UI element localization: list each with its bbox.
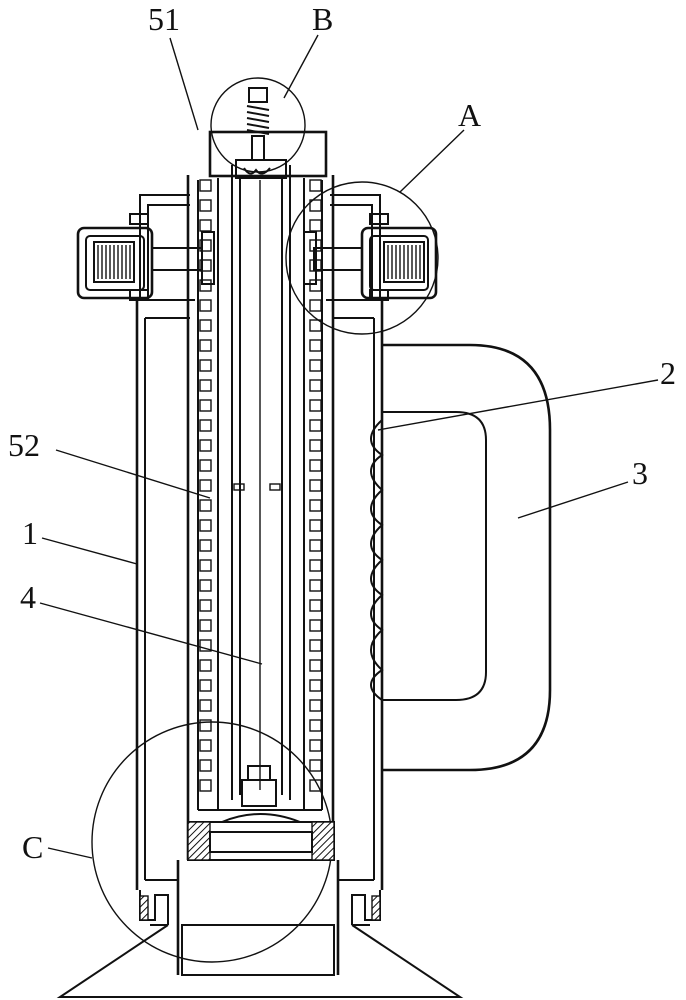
- rack-tooth: [199, 639, 212, 652]
- right-motor-assembly: [303, 194, 438, 301]
- rack-tooth: [199, 619, 212, 632]
- rack-tooth: [199, 499, 212, 512]
- rack-tooth: [309, 539, 322, 552]
- rack-tooth: [309, 199, 322, 212]
- rack-tooth: [309, 679, 322, 692]
- rack-tooth: [199, 779, 212, 792]
- rack-tooth: [199, 439, 212, 452]
- rack-tooth: [199, 659, 212, 672]
- rack-tooth: [309, 499, 322, 512]
- rack-tooth: [199, 459, 212, 472]
- rack-tooth: [309, 219, 322, 232]
- rack-tooth: [309, 379, 322, 392]
- rack-tooth: [309, 579, 322, 592]
- inner-sleeve: [186, 175, 335, 860]
- rack-tooth: [309, 759, 322, 772]
- rack-tooth: [309, 739, 322, 752]
- rack-tooth: [199, 679, 212, 692]
- rack-tooth: [199, 339, 212, 352]
- handle: [382, 343, 552, 772]
- rack-tooth: [199, 699, 212, 712]
- detail-b-spring: [210, 77, 306, 173]
- rack-tooth: [309, 399, 322, 412]
- rack-tooth: [199, 379, 212, 392]
- rack-tooth: [199, 579, 212, 592]
- rack-tooth: [199, 559, 212, 572]
- label-b: B: [312, 1, 333, 37]
- rack-tooth: [199, 199, 212, 212]
- label-52: 52: [8, 427, 40, 463]
- rack-tooth: [199, 719, 212, 732]
- rack-tooth: [199, 319, 212, 332]
- rack-tooth: [199, 759, 212, 772]
- rack-tooth: [199, 359, 212, 372]
- rack-tooth: [199, 599, 212, 612]
- rack-tooth: [309, 359, 322, 372]
- label-4: 4: [20, 579, 36, 615]
- rack-tooth: [309, 319, 322, 332]
- detail-a-circle: [285, 181, 439, 335]
- rack-tooth: [309, 619, 322, 632]
- rack-tooth: [309, 439, 322, 452]
- label-1: 1: [22, 515, 38, 551]
- rack-tooth: [199, 259, 212, 272]
- rack-tooth: [199, 419, 212, 432]
- rack-tooth: [309, 419, 322, 432]
- left-motor-assembly: [76, 194, 215, 301]
- central-rod: [208, 130, 328, 800]
- rack-tooth: [309, 459, 322, 472]
- rack-tooth: [309, 719, 322, 732]
- rack-tooth: [309, 639, 322, 652]
- rack-tooth: [199, 239, 212, 252]
- label-51: 51: [148, 1, 180, 37]
- leader-lines: [39, 34, 659, 859]
- rack-tooth: [199, 399, 212, 412]
- grip-wave: [370, 419, 384, 701]
- label-3: 3: [632, 455, 648, 491]
- rack-teeth: [199, 179, 322, 792]
- rack-tooth: [199, 739, 212, 752]
- rack-tooth: [309, 339, 322, 352]
- label-a: A: [458, 97, 481, 133]
- rack-tooth: [199, 279, 212, 292]
- rack-tooth: [199, 539, 212, 552]
- rack-tooth: [199, 519, 212, 532]
- rack-tooth: [309, 599, 322, 612]
- rack-tooth: [309, 699, 322, 712]
- bottom-base: [56, 721, 464, 998]
- rack-tooth: [309, 179, 322, 192]
- rack-tooth: [199, 179, 212, 192]
- rack-tooth: [199, 299, 212, 312]
- rack-tooth: [309, 299, 322, 312]
- label-2: 2: [660, 355, 676, 391]
- rack-tooth: [309, 479, 322, 492]
- label-c: C: [22, 829, 43, 865]
- rack-tooth: [309, 519, 322, 532]
- rack-tooth: [199, 219, 212, 232]
- rack-tooth: [199, 479, 212, 492]
- rack-tooth: [309, 559, 322, 572]
- rack-tooth: [309, 659, 322, 672]
